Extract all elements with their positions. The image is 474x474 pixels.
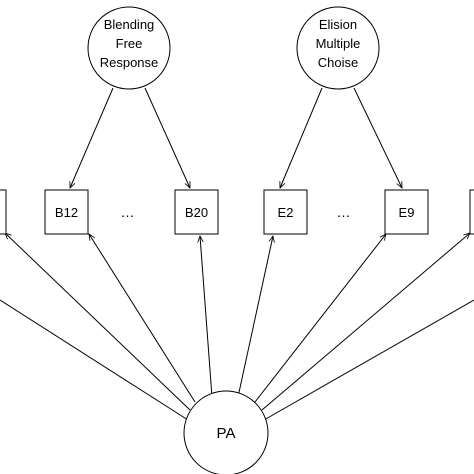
indicator-e9: E9 bbox=[384, 189, 429, 235]
indicator-e2: E2 bbox=[263, 189, 308, 235]
factor-elision: Elision Multiple Choise bbox=[296, 6, 380, 90]
factor-blending-line-1: Blending bbox=[104, 17, 155, 32]
indicator-b20: B20 bbox=[174, 189, 219, 235]
factor-loading-arrows bbox=[70, 87, 403, 188]
arrow-blending-b12 bbox=[70, 87, 114, 188]
arrow-elision-e9 bbox=[353, 87, 403, 188]
arrow-pa-left-edge bbox=[5, 233, 191, 411]
general-factor-label: PA bbox=[217, 425, 236, 442]
indicator-b20-label: B20 bbox=[185, 205, 208, 220]
factor-elision-line-1: Elision bbox=[319, 17, 357, 32]
arrow-pa-b12 bbox=[89, 234, 196, 403]
ellipsis-blending: … bbox=[121, 204, 136, 220]
arrow-pa-left-outer bbox=[0, 299, 189, 421]
arrow-pa-e9 bbox=[254, 234, 386, 403]
factor-elision-line-2: Multiple bbox=[316, 36, 361, 51]
general-factor-arrows bbox=[0, 233, 474, 421]
factor-blending: Blending Free Response bbox=[87, 6, 171, 90]
factor-blending-line-2: Free bbox=[116, 36, 143, 51]
factor-elision-line-3: Choise bbox=[318, 55, 358, 70]
ellipsis-elision: … bbox=[337, 204, 352, 220]
arrow-elision-e2 bbox=[280, 87, 323, 188]
general-factor-pa: PA bbox=[183, 390, 269, 474]
arrow-pa-right-outer bbox=[263, 299, 474, 421]
indicator-right-partial bbox=[469, 189, 474, 235]
indicator-b12: B12 bbox=[44, 189, 89, 235]
arrow-pa-right-edge bbox=[261, 233, 470, 411]
arrow-pa-b20 bbox=[200, 236, 213, 398]
indicator-e9-label: E9 bbox=[399, 205, 415, 220]
arrow-pa-e2 bbox=[237, 236, 273, 398]
indicator-b12-label: B12 bbox=[55, 205, 78, 220]
factor-blending-line-3: Response bbox=[100, 55, 159, 70]
arrow-blending-b20 bbox=[144, 87, 191, 188]
indicator-e2-label: E2 bbox=[278, 205, 294, 220]
indicator-left-partial bbox=[0, 189, 7, 235]
